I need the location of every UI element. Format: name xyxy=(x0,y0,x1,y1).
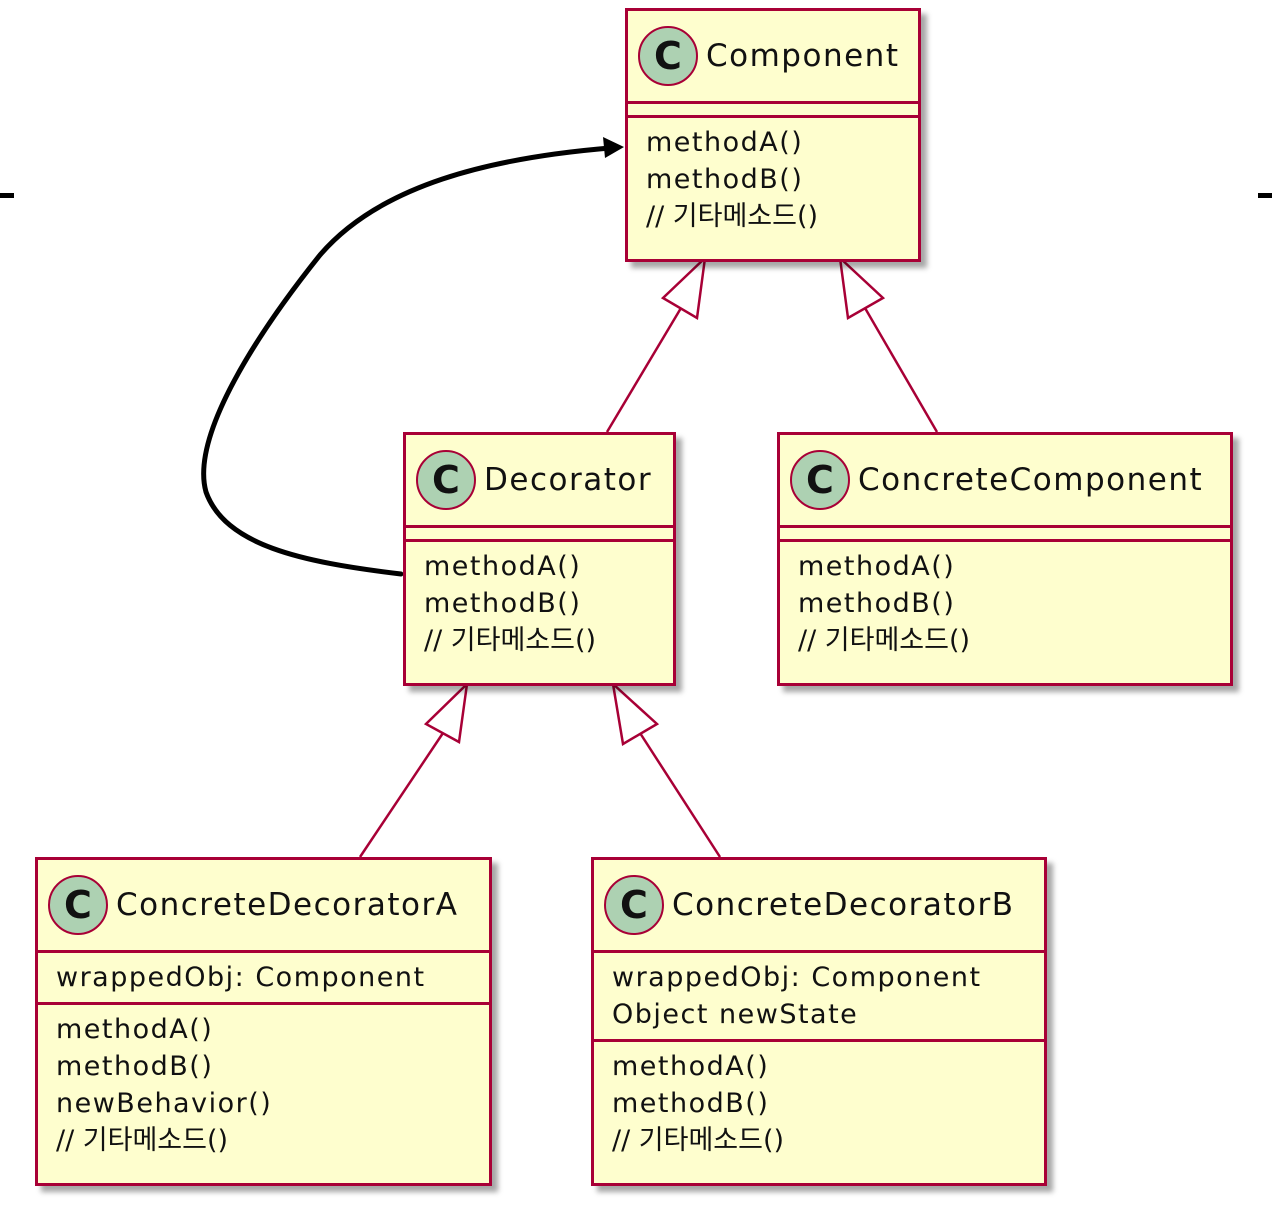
edge-decorator-b-decorator xyxy=(638,732,722,858)
method: methodA() xyxy=(612,1051,770,1082)
class-decorator[interactable]: C Decorator methodA() methodB() // 기타메소드… xyxy=(403,432,676,686)
method: methodB() xyxy=(424,588,582,619)
method: methodA() xyxy=(56,1014,214,1045)
edge-decorator-a-decorator xyxy=(358,732,445,858)
class-stereotype-icon: C xyxy=(604,875,664,935)
class-stereotype-icon: C xyxy=(416,450,476,510)
methods-section: methodA() methodB() // 기타메소드() xyxy=(406,539,673,665)
class-header: C ConcreteDecoratorB xyxy=(594,860,1044,950)
methods-section: methodA() methodB() newBehavior() // 기타메… xyxy=(38,1002,489,1165)
edge-decorator-component xyxy=(605,307,683,433)
class-name: ConcreteDecoratorB xyxy=(672,887,1015,923)
fields-section: wrappedObj: Component xyxy=(38,950,489,1002)
class-component[interactable]: C Component methodA() methodB() // 기타메소드… xyxy=(625,8,921,262)
method: // 기타메소드() xyxy=(56,1125,229,1156)
class-stereotype-icon: C xyxy=(790,450,850,510)
inheritance-arrowhead xyxy=(423,680,469,744)
class-stereotype-icon: C xyxy=(48,875,108,935)
association-curve xyxy=(201,145,613,577)
class-header: C ConcreteDecoratorA xyxy=(38,860,489,950)
class-name: Component xyxy=(706,38,900,74)
method: methodA() xyxy=(646,127,804,158)
edge-dash-left xyxy=(0,193,14,198)
field: wrappedObj: Component xyxy=(612,962,982,993)
fields-section xyxy=(780,525,1230,539)
method: methodB() xyxy=(798,588,956,619)
method: // 기타메소드() xyxy=(646,201,819,232)
method: methodB() xyxy=(646,164,804,195)
class-stereotype-icon: C xyxy=(638,26,698,86)
class-name: ConcreteComponent xyxy=(858,462,1204,498)
edge-concrete-component-component xyxy=(863,307,939,433)
inheritance-arrowhead xyxy=(660,254,707,321)
methods-section: methodA() methodB() // 기타메소드() xyxy=(594,1039,1044,1165)
association-arrowhead xyxy=(603,137,624,158)
method: // 기타메소드() xyxy=(424,625,597,656)
fields-section: wrappedObj: Component Object newState xyxy=(594,950,1044,1039)
class-concrete-decorator-a[interactable]: C ConcreteDecoratorA wrappedObj: Compone… xyxy=(35,857,492,1186)
class-concrete-decorator-b[interactable]: C ConcreteDecoratorB wrappedObj: Compone… xyxy=(591,857,1047,1186)
methods-section: methodA() methodB() // 기타메소드() xyxy=(628,115,918,241)
method: newBehavior() xyxy=(56,1088,273,1119)
method: methodA() xyxy=(798,551,956,582)
methods-section: methodA() methodB() // 기타메소드() xyxy=(780,539,1230,665)
class-name: Decorator xyxy=(484,462,653,498)
class-header: C Component xyxy=(628,11,918,101)
fields-section xyxy=(628,101,918,115)
class-name: ConcreteDecoratorA xyxy=(116,887,459,923)
class-header: C Decorator xyxy=(406,435,673,525)
inheritance-arrowhead xyxy=(611,680,660,746)
method: // 기타메소드() xyxy=(612,1125,785,1156)
field: Object newState xyxy=(612,999,859,1030)
fields-section xyxy=(406,525,673,539)
field: wrappedObj: Component xyxy=(56,962,426,993)
method: methodB() xyxy=(56,1051,214,1082)
edge-dash-right xyxy=(1258,193,1272,198)
class-header: C ConcreteComponent xyxy=(780,435,1230,525)
inheritance-arrowhead xyxy=(838,254,886,321)
method: methodA() xyxy=(424,551,582,582)
method: methodB() xyxy=(612,1088,770,1119)
class-concrete-component[interactable]: C ConcreteComponent methodA() methodB() … xyxy=(777,432,1233,686)
method: // 기타메소드() xyxy=(798,625,971,656)
